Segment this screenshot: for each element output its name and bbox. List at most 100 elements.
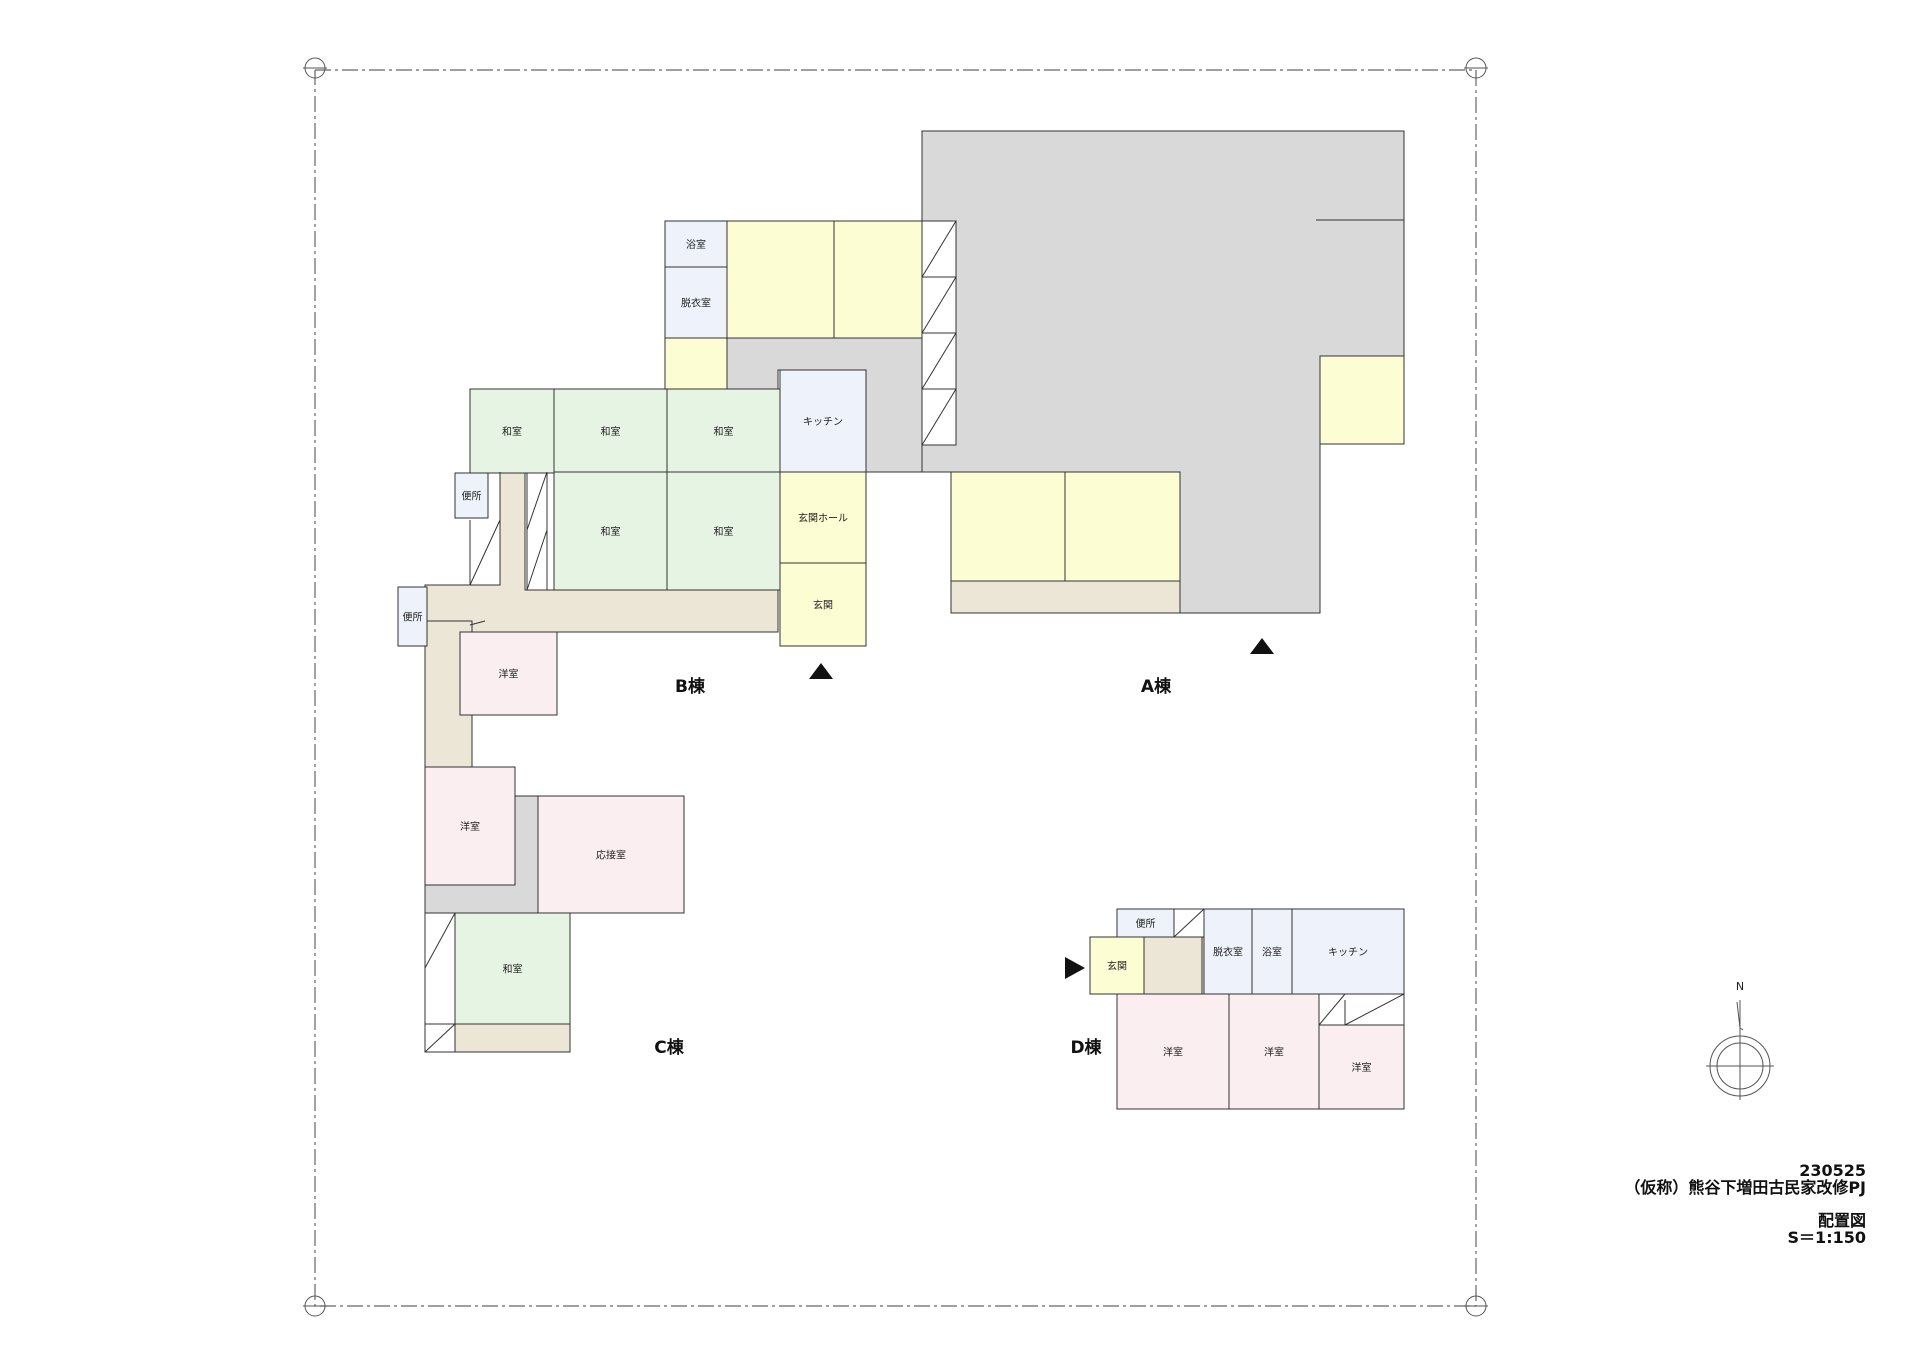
drawing-name: 配置図 — [1817, 1211, 1866, 1230]
building-d-youshitsu-2-outline — [1228, 993, 1320, 1110]
building-c-osetsushitsu-outline — [537, 795, 685, 914]
building-c-washitsu-outline — [454, 912, 571, 1025]
building-b-washitsu-2: 和室 — [553, 388, 668, 474]
building-b-dressing-outline — [664, 266, 728, 339]
building-c-osetsushitsu: 応接室 — [537, 795, 685, 914]
building-b-kitchen-label: キッチン — [803, 416, 843, 428]
building-b-toilet-1-outline — [454, 472, 489, 519]
room-list: 浴室脱衣室和室和室和室キッチン和室和室玄関ホール玄関便所便所洋室洋室応接室和室便… — [397, 220, 1405, 1110]
entrance-arrow-d — [1065, 957, 1085, 979]
building-b-genkan-label: 玄関 — [813, 599, 833, 612]
stair-line-0 — [526, 471, 548, 531]
building-b-label: B棟 — [675, 676, 706, 697]
building-b-washitsu-3: 和室 — [666, 388, 781, 474]
building-b-genkan-outline — [779, 562, 867, 647]
building-c-washitsu: 和室 — [454, 912, 571, 1025]
stair-line-2 — [469, 519, 501, 586]
building-d-youshitsu-1-label: 洋室 — [1163, 1046, 1183, 1059]
building-a-label: A棟 — [1141, 676, 1172, 697]
building-b-kitchen: キッチン — [779, 369, 867, 473]
north-label: N — [1736, 980, 1744, 993]
building-b-washitsu-4: 和室 — [553, 471, 668, 591]
building-c-toilet-label: 便所 — [403, 611, 423, 624]
entrance-markers — [809, 638, 1274, 979]
north-arrow-icon — [1706, 1000, 1774, 1100]
drawing-scale: S＝1:150 — [1787, 1228, 1866, 1247]
building-d-dressing-label: 脱衣室 — [1213, 946, 1243, 959]
building-d-youshitsu-1: 洋室 — [1116, 993, 1230, 1110]
building-b-toilet-1: 便所 — [454, 472, 489, 519]
building-c-youshitsu-1-label: 洋室 — [499, 668, 519, 681]
building-a-room-south-2 — [1064, 471, 1181, 582]
building-b-genkan-hall-outline — [779, 471, 867, 564]
building-c-youshitsu-2-outline — [424, 766, 516, 886]
building-c-osetsushitsu-label: 応接室 — [596, 849, 626, 862]
building-d-youshitsu-3: 洋室 — [1318, 1024, 1405, 1110]
building-c-youshitsu-2: 洋室 — [424, 766, 516, 886]
building-d-bath: 浴室 — [1251, 908, 1293, 995]
building-b-room-north-1 — [726, 220, 835, 339]
building-d-youshitsu-1-outline — [1116, 993, 1230, 1110]
building-b-dressing-label: 脱衣室 — [681, 297, 711, 310]
building-d-hall — [1143, 936, 1203, 995]
building-d-label: D棟 — [1070, 1037, 1102, 1058]
building-b-room-north-2 — [833, 220, 923, 339]
building-d-kitchen-label: キッチン — [1328, 947, 1368, 959]
building-a-veranda — [950, 580, 1181, 614]
building-b-kitchen-outline — [779, 369, 867, 473]
building-c-youshitsu-2-label: 洋室 — [460, 820, 480, 833]
building-b-genkan: 玄関 — [779, 562, 867, 647]
building-b-bath: 浴室 — [664, 220, 728, 268]
building-d-youshitsu-3-outline — [1318, 1024, 1405, 1110]
building-d-kitchen: キッチン — [1291, 908, 1405, 995]
entrance-arrow-a — [1250, 638, 1274, 654]
building-b-washitsu-1: 和室 — [469, 388, 555, 474]
building-d-toilet-label: 便所 — [1136, 917, 1156, 930]
building-d-genkan: 玄関 — [1089, 936, 1145, 995]
building-c-toilet-outline — [397, 586, 428, 647]
building-b-dressing: 脱衣室 — [664, 266, 728, 339]
building-b-washitsu-2-label: 和室 — [601, 425, 621, 438]
building-c-youshitsu-1: 洋室 — [459, 631, 558, 716]
building-c-youshitsu-1-outline — [459, 631, 558, 716]
building-b-washitsu-1-label: 和室 — [502, 425, 522, 438]
building-b-room-small — [664, 337, 728, 390]
building-d-bath-label: 浴室 — [1262, 946, 1282, 959]
building-b-washitsu-1-outline — [469, 388, 555, 474]
building-d-youshitsu-2-label: 洋室 — [1264, 1046, 1284, 1059]
building-b-washitsu-2-outline — [553, 388, 668, 474]
building-a-room-south-1 — [950, 471, 1066, 582]
building-b-toilet-1-label: 便所 — [462, 490, 482, 503]
project-name: （仮称）熊谷下増田古民家改修PJ — [1624, 1178, 1866, 1197]
building-d-youshitsu-3-label: 洋室 — [1352, 1061, 1372, 1074]
drawing-date: 230525 — [1799, 1161, 1866, 1180]
building-b-washitsu-5: 和室 — [666, 471, 781, 591]
building-c-veranda — [454, 1023, 571, 1053]
stair-line-1 — [526, 529, 548, 591]
building-b-genkan-hall-label: 玄関ホール — [798, 512, 848, 525]
building-b-washitsu-5-label: 和室 — [714, 525, 734, 538]
building-d-toilet-outline — [1116, 908, 1175, 938]
stair-line-5 — [469, 620, 486, 626]
building-b-genkan-hall: 玄関ホール — [779, 471, 867, 564]
building-a-room-east — [1319, 355, 1405, 445]
building-c-toilet: 便所 — [397, 586, 428, 647]
building-d-youshitsu-2: 洋室 — [1228, 993, 1320, 1110]
building-b-washitsu-4-outline — [553, 471, 668, 591]
building-a — [921, 130, 1405, 614]
building-b — [424, 220, 923, 633]
building-b-bath-label: 浴室 — [686, 238, 706, 251]
building-d-toilet: 便所 — [1116, 908, 1175, 938]
building-b-washitsu-5-outline — [666, 471, 781, 591]
building-b-washitsu-4-label: 和室 — [601, 525, 621, 538]
building-c-stair — [424, 912, 456, 1053]
building-d-dressing: 脱衣室 — [1203, 908, 1253, 995]
entrance-arrow-b — [809, 663, 833, 679]
title-block: 230525 （仮称）熊谷下増田古民家改修PJ 配置図 S＝1:150 — [1624, 1162, 1866, 1246]
building-b-bath-outline — [664, 220, 728, 268]
building-c-washitsu-label: 和室 — [503, 963, 523, 976]
building-c-label: C棟 — [654, 1037, 684, 1058]
building-d-kitchen-outline — [1291, 908, 1405, 995]
building-d-genkan-outline — [1089, 936, 1145, 995]
